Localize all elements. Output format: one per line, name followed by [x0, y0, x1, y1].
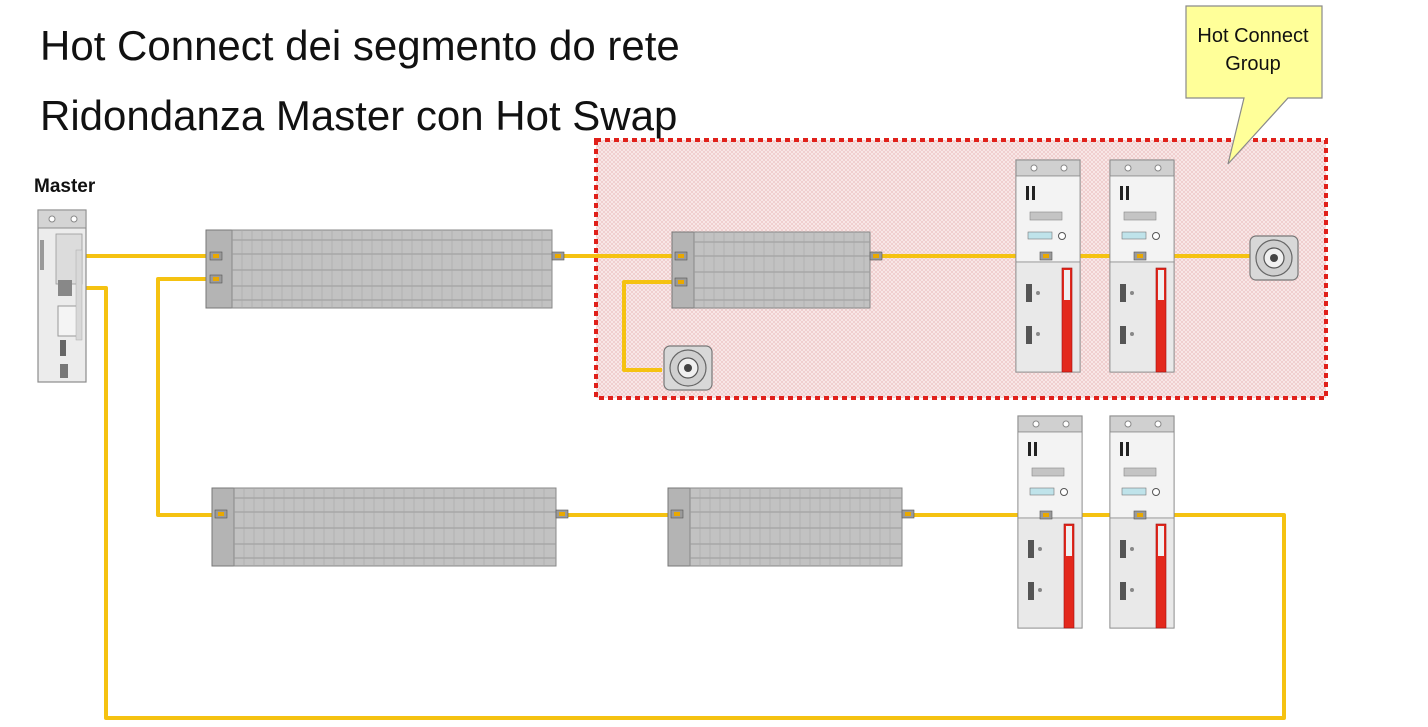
callout-line-2: Group [1225, 53, 1281, 75]
drive-port-icon [1133, 251, 1147, 261]
callout-line-1: Hot Connect [1197, 25, 1309, 47]
servo-motor-group-icon [663, 345, 713, 391]
slide-bullet-1: Hot Connect dei segmento do rete [40, 22, 680, 69]
io-module-hot-connect-icon [671, 231, 883, 309]
drive-port-icon [1039, 251, 1053, 261]
servo-motor-icon [1249, 235, 1299, 281]
slide-bullet-2: Ridondanza Master con Hot Swap [40, 92, 678, 139]
master-controller-icon [37, 209, 87, 383]
io-module-bottom-left-icon [211, 487, 569, 567]
servo-drive-icon [1015, 159, 1081, 373]
hot-connect-callout [1185, 5, 1323, 165]
hot-connect-callout-text: Hot Connect Group [1186, 22, 1320, 78]
master-label: Master [34, 176, 96, 197]
io-module-rack-icon [205, 229, 565, 309]
servo-drive-bottom-2-icon [1109, 415, 1175, 629]
cable-io-hot-to-motor [622, 280, 678, 372]
servo-drive-bottom-1-icon [1017, 415, 1083, 629]
io-module-bottom-middle-icon [667, 487, 915, 567]
cable-io3-to-drives [86, 286, 1286, 720]
drive-port-icon [1039, 510, 1053, 520]
cable-io1-to-io2 [156, 277, 214, 517]
servo-drive-group-2-icon [1109, 159, 1175, 373]
drive-port-icon [1133, 510, 1147, 520]
